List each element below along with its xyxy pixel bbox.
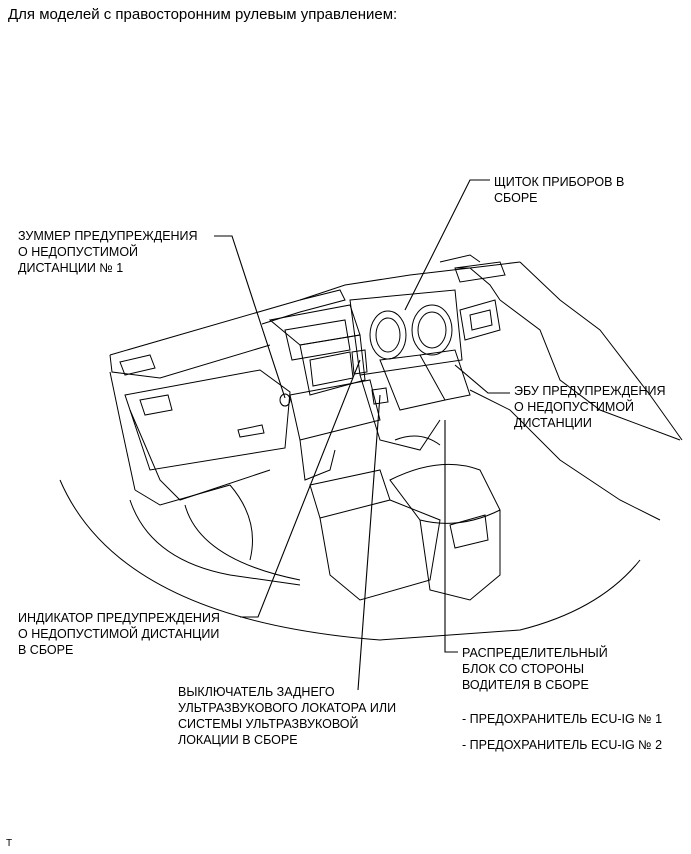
- leader-cluster: [404, 179, 490, 311]
- label-instrument-cluster: ЩИТОК ПРИБОРОВ В СБОРЕ: [494, 175, 625, 205]
- page-title: Для моделей с правосторонним рулевым упр…: [8, 6, 398, 23]
- leader-junction: [444, 420, 458, 653]
- leader-switch: [357, 394, 381, 691]
- label-buzzer: ЗУММЕР ПРЕДУПРЕЖДЕНИЯ О НЕДОПУСТИМОЙ ДИС…: [18, 229, 198, 275]
- label-ecu: ЭБУ ПРЕДУПРЕЖДЕНИЯ О НЕДОПУСТИМОЙ ДИСТАН…: [514, 384, 666, 430]
- label-indicator: ИНДИКАТОР ПРЕДУПРЕЖДЕНИЯ О НЕДОПУСТИМОЙ …: [18, 611, 220, 657]
- label-switch: ВЫКЛЮЧАТЕЛЬ ЗАДНЕГО УЛЬТРАЗВУКОВОГО ЛОКА…: [178, 685, 397, 747]
- leader-indicator: [240, 359, 361, 618]
- dashboard-outline: [59, 254, 683, 641]
- leader-lines: [214, 179, 510, 691]
- leader-ecu: [454, 364, 510, 394]
- label-fuse-1: - ПРЕДОХРАНИТЕЛЬ ECU-IG № 1: [462, 712, 663, 726]
- leader-buzzer: [214, 235, 286, 399]
- label-junction-block: РАСПРЕДЕЛИТЕЛЬНЫЙ БЛОК СО СТОРОНЫ ВОДИТЕ…: [462, 646, 608, 692]
- label-fuse-2: - ПРЕДОХРАНИТЕЛЬ ECU-IG № 2: [462, 738, 663, 752]
- footer-mark: T: [6, 838, 13, 849]
